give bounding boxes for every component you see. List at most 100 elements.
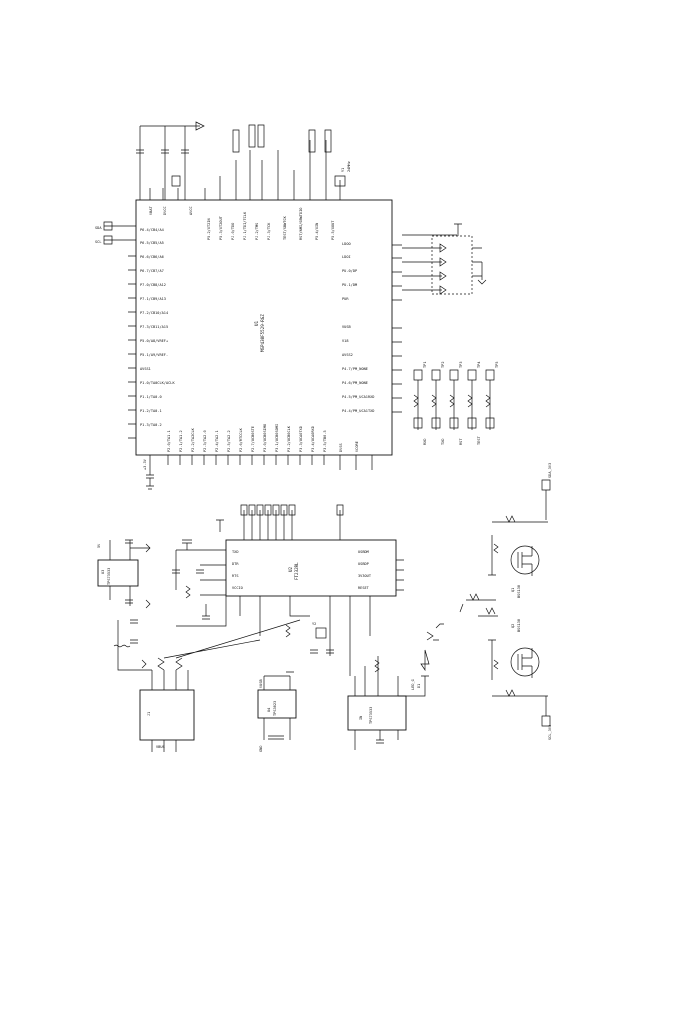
- pin-top-2: AVCC: [189, 206, 193, 215]
- pin-bottom-8: P3.0/UCB0SIMO: [263, 424, 267, 452]
- tp-4: TP4: [477, 362, 481, 369]
- pin-left-0: P6.4/CB4/A4: [140, 228, 164, 232]
- net-33v: +3.3V: [143, 458, 147, 470]
- pin-right-3: PU.1/DM: [342, 283, 358, 287]
- q1-part: BSS138: [517, 585, 521, 598]
- crystal-main-value: 24MHz: [347, 161, 351, 172]
- pin-top-11: P5.4/XIN: [315, 223, 319, 240]
- pin-left-14: P1.3/TA0.2: [140, 423, 162, 427]
- tp-5: TP5: [495, 362, 499, 369]
- pin-bottom-10: P3.2/UCB0CLK: [287, 425, 291, 452]
- bridge-pin-r2: 3V3OUT: [358, 574, 372, 578]
- pin-bottom-3: P2.3/TA2.0: [203, 430, 207, 452]
- q2-part: BSS138: [517, 619, 521, 632]
- pin-bottom-1: P2.1/TA1.2: [179, 430, 183, 452]
- pin-bottom-9: P3.1/UCB0SOMI: [275, 424, 279, 452]
- supervisor-part: TPS73533: [369, 707, 373, 724]
- pin-right-11: P4.4/PM_UCA1TXD: [342, 409, 374, 413]
- q1-ref: Q1: [511, 588, 515, 592]
- pin-left-7: P7.3/CB11/A15: [140, 325, 168, 329]
- net-gnd: GND: [259, 746, 263, 753]
- tp-1: TP1: [423, 362, 427, 369]
- bridge-part: FT232RL: [294, 562, 299, 580]
- ldo-body: [257, 689, 297, 719]
- pin-left-3: P6.7/CB7/A7: [140, 269, 164, 273]
- ldo-block: U4 TPS3823 VUSB GND: [257, 671, 297, 753]
- led-ref: D1: [417, 684, 421, 688]
- pin-bottom-0: P2.0/TA1.1: [167, 430, 171, 452]
- bridge-pin-l2: RTS: [232, 574, 239, 578]
- q1-body: [510, 545, 540, 575]
- pin-left-13: P1.2/TA0.1: [140, 409, 162, 413]
- pin-right-4: PUR: [342, 297, 349, 301]
- pin-right-0: LDOO: [342, 242, 351, 246]
- pin-bottom-6: P2.6/RTCCLK: [239, 427, 243, 452]
- net-txd: TXD: [441, 439, 445, 446]
- tp-2: TP2: [441, 362, 445, 369]
- pin-left-1: P6.5/CB5/A5: [140, 241, 164, 245]
- pin-right-5: VUSB: [342, 325, 351, 329]
- pin-left-9: P5.1/A9/VREF-: [140, 353, 168, 357]
- power-input-block: U3 TPS73533 5V J1 VBUS: [97, 539, 301, 752]
- supervisor-block: IN TPS73533 D1 LED_G: [347, 623, 444, 750]
- usb-bridge-block: U2 FT232RL TXD DTR RTS VCCIO USBDM USBDP…: [172, 504, 404, 676]
- net-rst: RST: [459, 438, 463, 445]
- bridge-pin-r3: RESET: [358, 586, 370, 590]
- pin-right-2: PU.0/DP: [342, 269, 357, 273]
- pin-left-8: P5.0/A8/VREF+: [140, 339, 169, 343]
- pin-right-1: LDOI: [342, 255, 351, 259]
- regulator-body: [97, 559, 139, 587]
- mcu-ref: U1: [254, 320, 259, 326]
- regulator-part: TPS73533: [107, 568, 111, 585]
- usb-pin-vbus: VBUS: [156, 745, 165, 749]
- pin-bottom-13: P3.5/TB0.5: [323, 430, 327, 452]
- pin-right-10: P4.5/PM_UCA1RXD: [342, 395, 374, 399]
- led-value: LED_G: [411, 679, 415, 690]
- q2-ref: Q2: [511, 624, 515, 628]
- pin-top-1: DVCC: [163, 206, 167, 215]
- pin-left-10: AVSS1: [140, 367, 151, 371]
- bridge-pin-r0: USBDM: [358, 550, 370, 554]
- net-scl: SCL: [95, 240, 102, 244]
- pin-right-7: AVSS2: [342, 353, 353, 357]
- supervisor-ref: IN: [359, 716, 363, 720]
- net-sda-3v3: SDA_3V3: [548, 463, 552, 478]
- crystal-usb-ref: Y2: [312, 622, 316, 626]
- net-5v: 5V: [97, 543, 101, 548]
- ldo-ref: U4: [267, 708, 271, 712]
- pin-left-11: P1.0/TA0CLK/ACLK: [140, 381, 175, 385]
- net-test: TEST: [477, 436, 481, 445]
- pin-top-3: P5.2/XT2IN: [207, 218, 211, 240]
- pin-top-9: TEST/SBWTCK: [283, 215, 287, 240]
- pin-left-4: P7.0/CB8/A12: [140, 283, 166, 287]
- bridge-body: [225, 539, 397, 597]
- pin-left-12: P1.1/TA0.0: [140, 395, 162, 399]
- net-scl-3v3: SCL_3V3: [548, 725, 552, 740]
- pin-top-8: PJ.3/TCK: [267, 222, 271, 240]
- bridge-pin-l0: TXD: [232, 550, 239, 554]
- pin-left-2: P6.6/CB6/A6: [140, 255, 164, 259]
- pin-top-7: PJ.2/TMS: [255, 223, 259, 240]
- net-vusb: VUSB: [259, 679, 263, 688]
- pin-right-6: V18: [342, 339, 349, 343]
- pin-bottom-7: P2.7/UCB0STE: [251, 426, 255, 452]
- net-rxd: RXD: [423, 439, 427, 446]
- pin-right-9: P4.6/PM_NONE: [342, 381, 368, 385]
- pin-top-4: P5.3/XT2OUT: [219, 215, 223, 240]
- bridge-pin-l1: DTR: [232, 562, 239, 566]
- net-sda: SDA: [95, 226, 102, 230]
- pin-top-5: PJ.0/TDO: [231, 223, 235, 240]
- pin-top-12: P5.5/XOUT: [331, 220, 335, 240]
- ldo-part: TPS3823: [273, 701, 277, 716]
- level-shifter-block: SDA_3V3 Q1 BSS138 Q2 BSS138 SCL_3V3: [459, 463, 552, 740]
- mcu-body: [135, 199, 393, 456]
- pin-bottom-4: P2.4/TA2.1: [215, 430, 219, 452]
- q2-body: [510, 647, 540, 677]
- supervisor-body: [347, 695, 407, 731]
- test-point-cluster: TP1 TP2 TP3 TP4 TP5 RXD TXD RST TEST: [413, 362, 499, 446]
- pin-left-6: P7.2/CB10/A14: [140, 311, 168, 315]
- bridge-ref: U2: [288, 566, 293, 572]
- bridge-pin-r1: USBDP: [358, 562, 369, 566]
- tp-3: TP3: [459, 362, 463, 369]
